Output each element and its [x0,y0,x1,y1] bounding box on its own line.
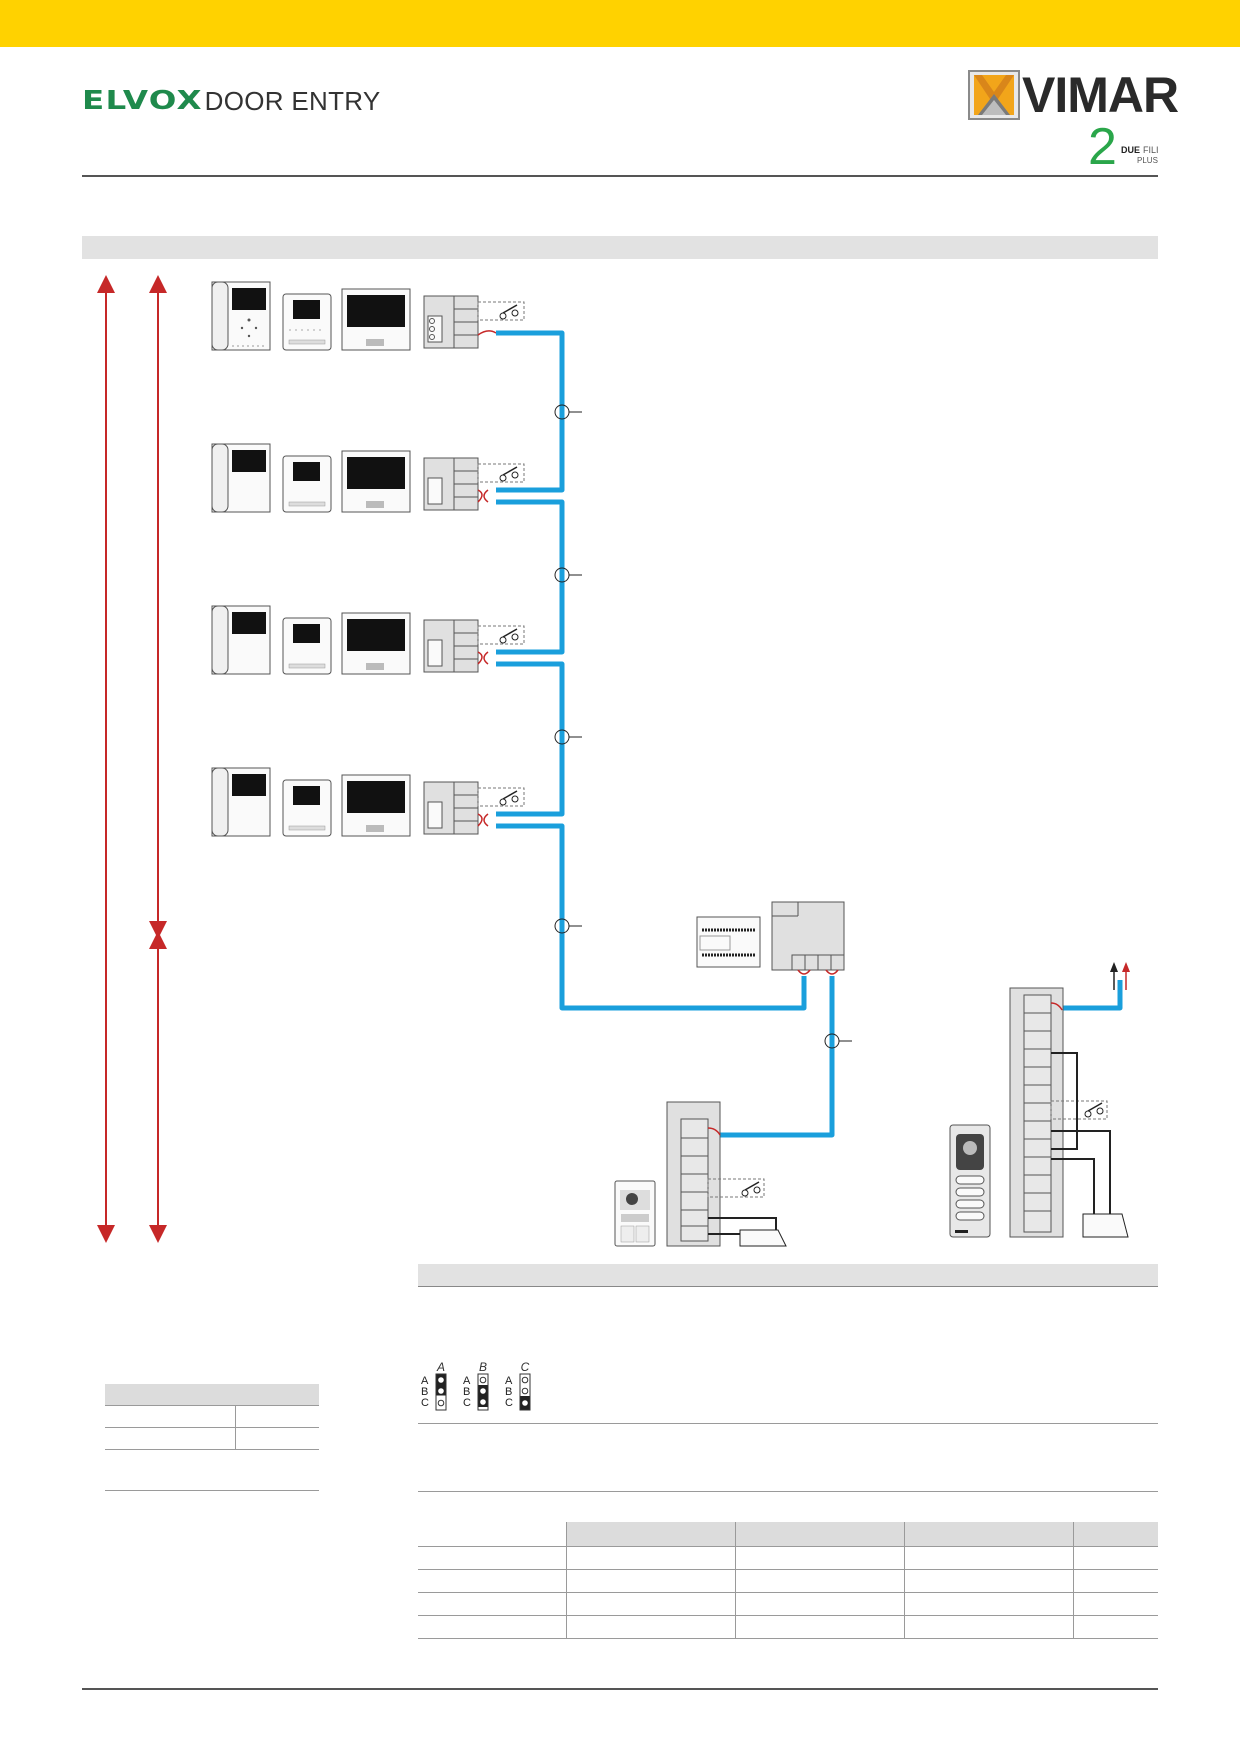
jumper-row-label: C [505,1397,513,1409]
table-cell [735,1569,905,1593]
duefili-word-light: FILI [1143,145,1159,155]
jumper-c-icon [519,1373,531,1411]
jumper-row-label: A [463,1375,471,1387]
table-cell [904,1546,1074,1570]
table-cell [418,1546,567,1570]
table-header-row [418,1522,1158,1547]
elvox-logo: ELVOX [82,86,203,116]
table-cell [1073,1615,1158,1639]
settings-rule-2 [418,1491,1158,1492]
table-cell [1073,1546,1158,1570]
table-row [105,1405,319,1428]
product-line-title: DOOR ENTRY [204,85,381,116]
intercom-handset-unit-1 [211,281,271,351]
table-header-cell [735,1522,905,1547]
settings-band-rule [418,1286,1158,1287]
power-module-1 [423,295,525,349]
legend-table [105,1384,319,1450]
table-row [418,1546,1158,1570]
table-cell [418,1569,567,1593]
table-row [418,1569,1158,1593]
table-header-cell [566,1522,736,1547]
table-cell [1073,1592,1158,1616]
table-cell [105,1405,236,1428]
duefili-number: 2 [1088,120,1117,168]
cable-markers [554,404,852,1049]
jumper-row-label: A [505,1375,513,1387]
table-cell [235,1427,319,1450]
table-header-cell [1073,1522,1158,1547]
jumper-title-a: A [436,1360,445,1374]
duefili-word-bold: DUE [1121,145,1140,155]
jumper-a-icon [435,1373,447,1411]
jumper-row-label: C [463,1397,471,1409]
table-cell [235,1405,319,1428]
header-rule [82,175,1158,177]
jumper-option-a: A A B C [418,1360,464,1420]
outdoor-station-2 [949,1124,991,1238]
table-cell [566,1546,736,1570]
jumper-row-label: B [463,1386,471,1398]
floor-1-devices [211,281,525,351]
floor-3-devices [211,605,525,675]
duefili-plus-logo: 2 DUE FILI PLUS [1088,120,1159,168]
table-row [418,1615,1158,1639]
jumper-row-label: A [421,1375,429,1387]
table-cell [418,1592,567,1616]
table-cell [566,1569,736,1593]
audio-video-module-1 [666,1101,787,1247]
jumper-title-b: B [478,1360,487,1374]
table-cell [904,1569,1074,1593]
audio-video-module-2 [1009,962,1130,1238]
table-row [105,1427,319,1450]
table-header-cell [904,1522,1074,1547]
table-cell [566,1615,736,1639]
vimar-wordmark: VIMAR [1022,67,1179,123]
table-cell [735,1546,905,1570]
legend-rule [105,1490,319,1491]
table-header-cell [418,1522,567,1547]
table-cell [904,1592,1074,1616]
top-color-band [0,0,1240,47]
legend-header-cell [105,1384,319,1406]
system-controller [771,901,845,975]
outdoor-station-1 [614,1180,656,1247]
jumper-row-label: B [505,1386,513,1398]
floor-4-devices [211,767,525,837]
table-cell [105,1427,236,1450]
video-monitor-7in-1 [341,288,411,351]
table-cell [1073,1569,1158,1593]
table-cell [735,1615,905,1639]
footer-rule [82,1688,1158,1690]
duefili-plus: PLUS [1137,156,1158,165]
diagram-title-band [82,236,1158,259]
settings-rule-1 [418,1423,1158,1424]
elvox-door-entry-brand: ELVOX DOOR ENTRY [82,85,381,117]
din-power-supply [696,916,761,968]
table-cell [904,1615,1074,1639]
vimar-shield-icon [968,70,1020,120]
jumper-b-icon [477,1373,489,1411]
table-cell [735,1592,905,1616]
settings-title-band [418,1264,1158,1286]
jumper-title-c: C [520,1360,530,1374]
table-row [105,1384,319,1406]
table-row [418,1592,1158,1616]
compact-monitor-1 [282,293,332,351]
jumper-row-label: C [421,1397,429,1409]
jumper-option-b: B A B C [460,1360,506,1420]
cable-distance-table [418,1522,1158,1639]
bus-cable [496,330,1123,1138]
table-cell [566,1592,736,1616]
table-cell [418,1615,567,1639]
jumper-row-label: B [421,1386,429,1398]
jumper-option-c: C A B C [502,1360,548,1420]
floor-2-devices [211,443,525,513]
